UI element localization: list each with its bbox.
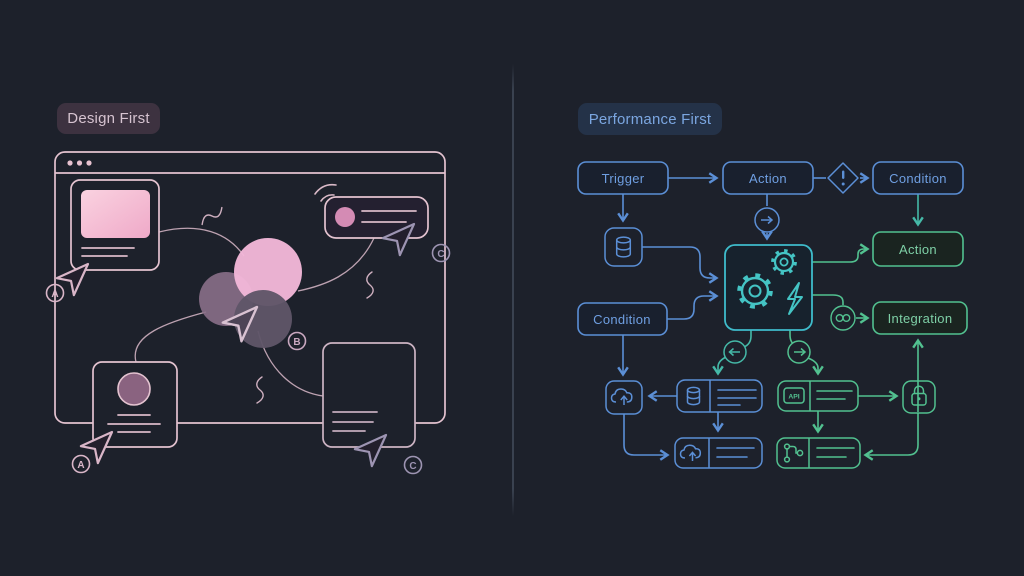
panel-divider [512, 64, 514, 516]
curve-profile-to-venn [134, 311, 207, 363]
flow-nodes: Trigger Action Condition Condition [577, 161, 968, 336]
wifi-arcs [314, 183, 337, 202]
image-card [70, 179, 160, 271]
performance-first-flowchart: Trigger Action Condition Condition [577, 161, 968, 469]
lightning-icon [787, 282, 803, 315]
cloud-upload-icon [679, 444, 702, 461]
design-first-badge: Design First [57, 103, 160, 134]
text-lines [332, 411, 378, 432]
design-first-illustration: A C B A C [45, 151, 451, 475]
connector-lock-workflow [863, 413, 919, 461]
connector-gear-circleleft [743, 330, 752, 348]
design-connector-curves [134, 227, 375, 397]
notification-card [314, 183, 429, 239]
cloud-upload-record-box [674, 437, 763, 469]
infinity-icon [830, 305, 856, 331]
browser-window [54, 151, 446, 424]
workflow-icon [783, 443, 804, 463]
connector-db-gear [642, 246, 719, 284]
workflow-record-box [776, 437, 861, 469]
node-condition-1: Condition [872, 161, 964, 195]
squiggles [201, 206, 374, 404]
curve-card-to-venn [158, 227, 245, 257]
avatar [117, 372, 151, 406]
text-lines [816, 390, 853, 400]
text-lines [361, 210, 417, 223]
api-label: API [788, 394, 799, 401]
automation-engine-box [724, 244, 813, 331]
venn-circle-pink [234, 238, 302, 306]
notification-dot [335, 207, 355, 227]
cursor-label-c: C [437, 249, 444, 260]
condition2-label: Condition [593, 312, 651, 327]
squiggle [201, 206, 223, 226]
database-record-box [676, 379, 763, 413]
cursor-c-bottom: C [353, 433, 423, 475]
api-icon [783, 387, 805, 404]
trigger-label: Trigger [602, 171, 645, 186]
cursor-b: B [221, 305, 307, 351]
connector-condition2-gear [667, 290, 719, 320]
node-action-2: Action [872, 231, 964, 267]
database-icon [686, 386, 701, 406]
arrow-circle-right-icon [787, 340, 811, 364]
cursor-c-top: C [381, 222, 451, 263]
text-lines [816, 447, 855, 458]
curve-notification-to-venn [297, 237, 375, 292]
cursor-a-top: A [45, 262, 90, 303]
connector-circleleft-dblines [712, 356, 727, 376]
cursor-label-a: A [51, 289, 58, 300]
action2-label: Action [899, 242, 937, 257]
connector-gear-infinity [812, 294, 844, 305]
alert-diamond-icon [827, 162, 859, 194]
image-placeholder [81, 190, 150, 238]
connector-cloud-cloudup [623, 414, 670, 461]
text-lines [81, 247, 135, 257]
lock-icon [902, 380, 936, 414]
api-box: API [777, 380, 859, 412]
gear-icon [737, 273, 773, 309]
cursor-label-c: C [409, 461, 416, 472]
database-icon [604, 227, 643, 267]
arrow-circle-left-icon [723, 340, 747, 364]
node-trigger: Trigger [577, 161, 669, 195]
node-integration: Integration [872, 301, 968, 335]
cursor-label-a: A [77, 460, 84, 471]
connector-gear-action2 [812, 243, 870, 263]
connector-circleright-api [807, 357, 824, 376]
cloud-upload-icon [605, 380, 643, 415]
node-condition-2: Condition [577, 302, 668, 336]
text-lines [717, 389, 757, 406]
performance-first-label: Performance First [588, 110, 712, 128]
text-lines [107, 414, 161, 433]
venn-circle-dark [234, 290, 292, 348]
venn-circles [199, 238, 302, 348]
performance-first-badge: Performance First [578, 103, 722, 135]
squiggle [256, 376, 264, 404]
arrow-circle-right-icon [754, 207, 780, 233]
profile-card [92, 361, 178, 448]
document-card [322, 342, 416, 448]
traffic-dots [67, 160, 92, 166]
text-lines [716, 447, 755, 458]
condition1-label: Condition [889, 171, 947, 186]
squiggle [366, 271, 374, 299]
cursor-label-b: B [293, 337, 300, 348]
cursor-a-bottom: A [71, 430, 114, 474]
action1-label: Action [749, 171, 787, 186]
gear-icon-small [771, 249, 797, 275]
design-first-label: Design First [67, 110, 150, 127]
node-action-1: Action [722, 161, 814, 195]
integration-label: Integration [888, 311, 953, 326]
